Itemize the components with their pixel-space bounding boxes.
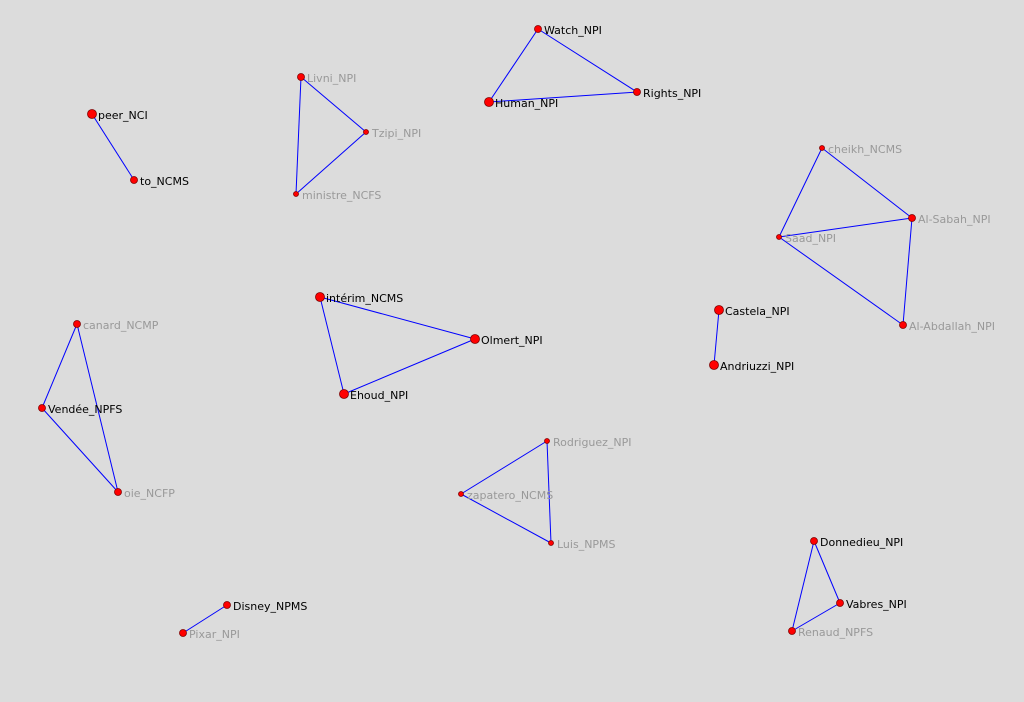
node-interim-ncms[interactable]	[315, 292, 325, 302]
node-label-rights-npi: Rights_NPI	[643, 87, 701, 100]
node-label-ministre-ncfs: ministre_NCFS	[302, 189, 381, 202]
node-label-olmert-npi: Olmert_NPI	[481, 334, 543, 347]
edge-tzipi-npi-to-ministre-ncfs	[295, 131, 367, 195]
node-label-saad-npi: Saad_NPI	[785, 232, 836, 245]
node-label-human-npi: Human_NPI	[495, 97, 558, 110]
edge-al-sabah-npi-to-al-abdallah-npi	[902, 217, 913, 326]
node-label-donnedieu-npi: Donnedieu_NPI	[820, 536, 903, 549]
node-disney-npms[interactable]	[223, 601, 231, 609]
node-label-al-sabah-npi: Al-Sabah_NPI	[918, 213, 991, 226]
node-al-sabah-npi[interactable]	[908, 214, 916, 222]
node-cheikh-ncms[interactable]	[819, 145, 825, 151]
node-ministre-ncfs[interactable]	[293, 191, 299, 197]
edge-castela-npi-to-andriuzzi-npi	[713, 309, 720, 366]
node-label-pixar-npi: Pixar_NPI	[189, 628, 240, 641]
node-label-luis-npms: Luis_NPMS	[557, 538, 616, 551]
edge-livni-npi-to-tzipi-npi	[300, 76, 367, 133]
node-watch-npi[interactable]	[534, 25, 542, 33]
labels-layer: Watch_NPI Human_NPI Rights_NPI Livni_NPI Tzi…	[48, 24, 995, 641]
node-label-tzipi-npi: Tzipi_NPI	[371, 127, 421, 140]
node-rights-npi[interactable]	[633, 88, 641, 96]
edge-vabres-npi-to-renaud-npfs	[791, 602, 841, 632]
node-label-cheikh-ncms: cheikh_NCMS	[828, 143, 902, 156]
edge-interim-ncms-to-olmert-npi	[319, 296, 476, 340]
node-ehoud-npi[interactable]	[339, 389, 349, 399]
edge-zapatero-ncms-to-luis-npms	[460, 493, 552, 544]
node-vendee-npfs[interactable]	[38, 404, 46, 412]
node-tzipi-npi[interactable]	[363, 129, 369, 135]
node-label-oie-ncfp: oie_NCFP	[124, 487, 175, 500]
edges-layer	[41, 28, 913, 634]
node-peer-nci[interactable]	[87, 109, 97, 119]
node-label-to-ncms: to_NCMS	[140, 175, 189, 188]
edge-canard-ncmp-to-vendee-npfs	[41, 323, 78, 409]
node-luis-npms[interactable]	[548, 540, 554, 546]
node-andriuzzi-npi[interactable]	[709, 360, 719, 370]
edge-rodriguez-npi-to-zapatero-ncms	[460, 440, 548, 495]
node-livni-npi[interactable]	[297, 73, 305, 81]
edge-donnedieu-npi-to-vabres-npi	[813, 540, 841, 604]
node-vabres-npi[interactable]	[836, 599, 844, 607]
edge-cheikh-ncms-to-saad-npi	[778, 147, 823, 238]
node-label-vabres-npi: Vabres_NPI	[846, 598, 907, 611]
edge-rodriguez-npi-to-luis-npms	[546, 440, 552, 544]
node-label-rodriguez-npi: Rodriguez_NPI	[553, 436, 632, 449]
edge-canard-ncmp-to-oie-ncfp	[76, 323, 119, 493]
node-label-peer-nci: peer_NCI	[98, 109, 148, 122]
node-label-disney-npms: Disney_NPMS	[233, 600, 307, 613]
node-human-npi[interactable]	[484, 97, 494, 107]
node-saad-npi[interactable]	[776, 234, 782, 240]
node-label-vendee-npfs: Vendée_NPFS	[48, 403, 122, 416]
node-label-castela-npi: Castela_NPI	[725, 305, 790, 318]
edge-donnedieu-npi-to-renaud-npfs	[791, 540, 815, 632]
edge-ehoud-npi-to-olmert-npi	[343, 338, 476, 395]
node-oie-ncfp[interactable]	[114, 488, 122, 496]
node-canard-ncmp[interactable]	[73, 320, 81, 328]
node-rodriguez-npi[interactable]	[544, 438, 550, 444]
edge-disney-npms-to-pixar-npi	[182, 604, 228, 634]
node-olmert-npi[interactable]	[470, 334, 480, 344]
node-to-ncms[interactable]	[130, 176, 138, 184]
node-label-zapatero-ncms: zapatero_NCMS	[467, 489, 553, 502]
node-label-al-abdallah-npi: Al-Abdallah_NPI	[909, 320, 995, 333]
node-renaud-npfs[interactable]	[788, 627, 796, 635]
node-label-canard-ncmp: canard_NCMP	[83, 319, 159, 332]
edge-cheikh-ncms-to-al-sabah-npi	[821, 147, 913, 219]
node-label-watch-npi: Watch_NPI	[544, 24, 602, 37]
edge-human-npi-to-rights-npi	[488, 91, 638, 103]
edge-livni-npi-to-ministre-ncfs	[295, 76, 302, 195]
edge-watch-npi-to-rights-npi	[537, 28, 638, 93]
node-zapatero-ncms[interactable]	[458, 491, 464, 497]
node-al-abdallah-npi[interactable]	[899, 321, 907, 329]
node-label-renaud-npfs: Renaud_NPFS	[798, 626, 873, 639]
node-donnedieu-npi[interactable]	[810, 537, 818, 545]
node-label-interim-ncms: intérim_NCMS	[326, 292, 403, 305]
edge-peer-nci-to-to-ncms	[91, 113, 135, 181]
edge-saad-npi-to-al-abdallah-npi	[778, 236, 904, 326]
nodes-layer	[38, 25, 916, 637]
edge-interim-ncms-to-ehoud-npi	[319, 296, 345, 395]
node-label-livni-npi: Livni_NPI	[307, 72, 356, 85]
edge-saad-npi-to-al-sabah-npi	[778, 217, 913, 238]
edge-vendee-npfs-to-oie-ncfp	[41, 407, 119, 493]
node-castela-npi[interactable]	[714, 305, 724, 315]
edge-watch-npi-to-human-npi	[488, 28, 539, 103]
node-label-ehoud-npi: Ehoud_NPI	[350, 389, 408, 402]
node-label-andriuzzi-npi: Andriuzzi_NPI	[720, 360, 794, 373]
node-pixar-npi[interactable]	[179, 629, 187, 637]
